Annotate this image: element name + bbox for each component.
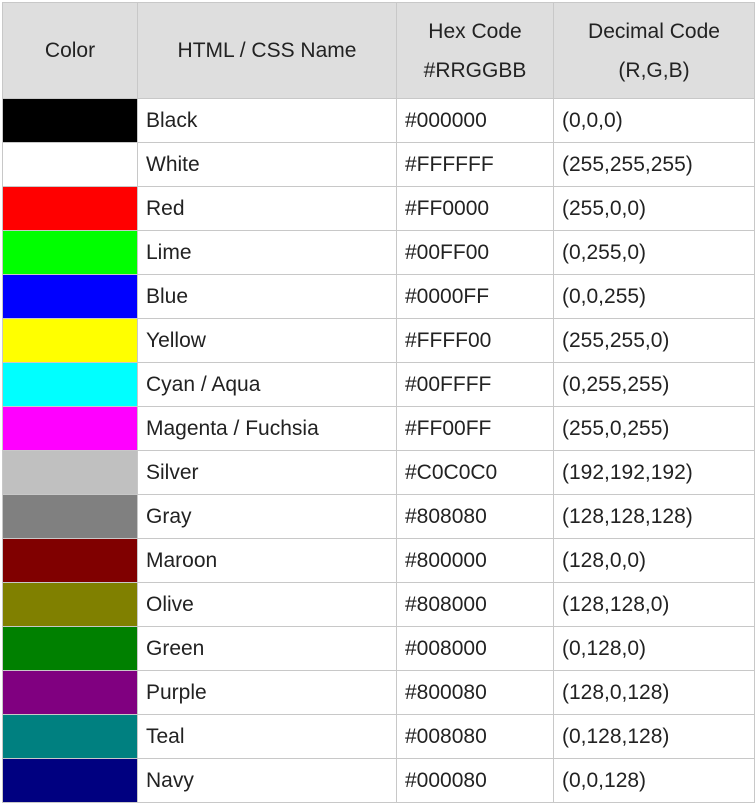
color-name-cell: Gray [137, 494, 397, 539]
decimal-code-cell: (0,128,0) [553, 626, 755, 671]
table-row: Olive#808000(128,128,0) [2, 582, 755, 627]
color-name-cell: White [137, 142, 397, 187]
hex-code-cell: #C0C0C0 [396, 450, 554, 495]
color-swatch [2, 626, 138, 671]
color-swatch [2, 318, 138, 363]
color-swatch [2, 538, 138, 583]
decimal-code-cell: (0,128,128) [553, 714, 755, 759]
table-row: Blue#0000FF(0,0,255) [2, 274, 755, 319]
color-name-cell: Green [137, 626, 397, 671]
color-name-cell: Maroon [137, 538, 397, 583]
hex-code-cell: #0000FF [396, 274, 554, 319]
table-row: Yellow#FFFF00(255,255,0) [2, 318, 755, 363]
table-body: Black#000000(0,0,0)White#FFFFFF(255,255,… [2, 98, 755, 803]
header-hex-line1: Hex Code [428, 19, 522, 43]
decimal-code-cell: (128,0,128) [553, 670, 755, 715]
header-color: Color [2, 2, 138, 99]
hex-code-cell: #008000 [396, 626, 554, 671]
table-row: Red#FF0000(255,0,0) [2, 186, 755, 231]
header-name: HTML / CSS Name [137, 2, 397, 99]
table-row: Teal#008080(0,128,128) [2, 714, 755, 759]
hex-code-cell: #800080 [396, 670, 554, 715]
color-swatch [2, 230, 138, 275]
header-hex-line2: #RRGGBB [423, 58, 527, 82]
decimal-code-cell: (0,0,0) [553, 98, 755, 143]
color-swatch [2, 494, 138, 539]
table-row: Silver#C0C0C0(192,192,192) [2, 450, 755, 495]
hex-code-cell: #800000 [396, 538, 554, 583]
table-row: Cyan / Aqua#00FFFF(0,255,255) [2, 362, 755, 407]
decimal-code-cell: (255,0,255) [553, 406, 755, 451]
decimal-code-cell: (0,255,0) [553, 230, 755, 275]
decimal-code-cell: (192,192,192) [553, 450, 755, 495]
color-swatch [2, 98, 138, 143]
hex-code-cell: #808080 [396, 494, 554, 539]
hex-code-cell: #FF0000 [396, 186, 554, 231]
color-swatch [2, 406, 138, 451]
color-name-cell: Yellow [137, 318, 397, 363]
color-name-cell: Blue [137, 274, 397, 319]
color-name-cell: Cyan / Aqua [137, 362, 397, 407]
color-swatch [2, 714, 138, 759]
decimal-code-cell: (255,255,0) [553, 318, 755, 363]
decimal-code-cell: (128,128,128) [553, 494, 755, 539]
decimal-code-cell: (255,255,255) [553, 142, 755, 187]
hex-code-cell: #00FFFF [396, 362, 554, 407]
color-swatch [2, 186, 138, 231]
header-row: Color HTML / CSS Name Hex Code #RRGGBB D… [2, 2, 755, 99]
color-name-cell: Olive [137, 582, 397, 627]
table-row: Magenta / Fuchsia#FF00FF(255,0,255) [2, 406, 755, 451]
hex-code-cell: #000080 [396, 758, 554, 803]
table-row: Gray#808080(128,128,128) [2, 494, 755, 539]
color-name-cell: Red [137, 186, 397, 231]
table-row: Purple#800080(128,0,128) [2, 670, 755, 715]
color-swatch [2, 670, 138, 715]
table-row: Black#000000(0,0,0) [2, 98, 755, 143]
table-row: White#FFFFFF(255,255,255) [2, 142, 755, 187]
header-decimal-line2: (R,G,B) [618, 58, 690, 82]
decimal-code-cell: (0,0,128) [553, 758, 755, 803]
color-swatch [2, 450, 138, 495]
decimal-code-cell: (128,128,0) [553, 582, 755, 627]
color-swatch [2, 362, 138, 407]
color-name-cell: Teal [137, 714, 397, 759]
color-name-cell: Silver [137, 450, 397, 495]
color-name-cell: Magenta / Fuchsia [137, 406, 397, 451]
header-decimal: Decimal Code (R,G,B) [553, 2, 755, 99]
color-swatch [2, 758, 138, 803]
hex-code-cell: #008080 [396, 714, 554, 759]
color-name-cell: Lime [137, 230, 397, 275]
color-name-cell: Purple [137, 670, 397, 715]
table-row: Green#008000(0,128,0) [2, 626, 755, 671]
color-swatch [2, 582, 138, 627]
decimal-code-cell: (0,255,255) [553, 362, 755, 407]
decimal-code-cell: (255,0,0) [553, 186, 755, 231]
hex-code-cell: #FFFF00 [396, 318, 554, 363]
color-swatch [2, 274, 138, 319]
table-row: Lime#00FF00(0,255,0) [2, 230, 755, 275]
header-hex: Hex Code #RRGGBB [396, 2, 554, 99]
table-row: Maroon#800000(128,0,0) [2, 538, 755, 583]
color-name-cell: Navy [137, 758, 397, 803]
hex-code-cell: #FF00FF [396, 406, 554, 451]
hex-code-cell: #00FF00 [396, 230, 554, 275]
hex-code-cell: #FFFFFF [396, 142, 554, 187]
color-swatch [2, 142, 138, 187]
decimal-code-cell: (128,0,0) [553, 538, 755, 583]
color-name-cell: Black [137, 98, 397, 143]
hex-code-cell: #808000 [396, 582, 554, 627]
table-header: Color HTML / CSS Name Hex Code #RRGGBB D… [2, 2, 755, 99]
header-decimal-line1: Decimal Code [588, 19, 720, 43]
hex-code-cell: #000000 [396, 98, 554, 143]
decimal-code-cell: (0,0,255) [553, 274, 755, 319]
table-row: Navy#000080(0,0,128) [2, 758, 755, 803]
